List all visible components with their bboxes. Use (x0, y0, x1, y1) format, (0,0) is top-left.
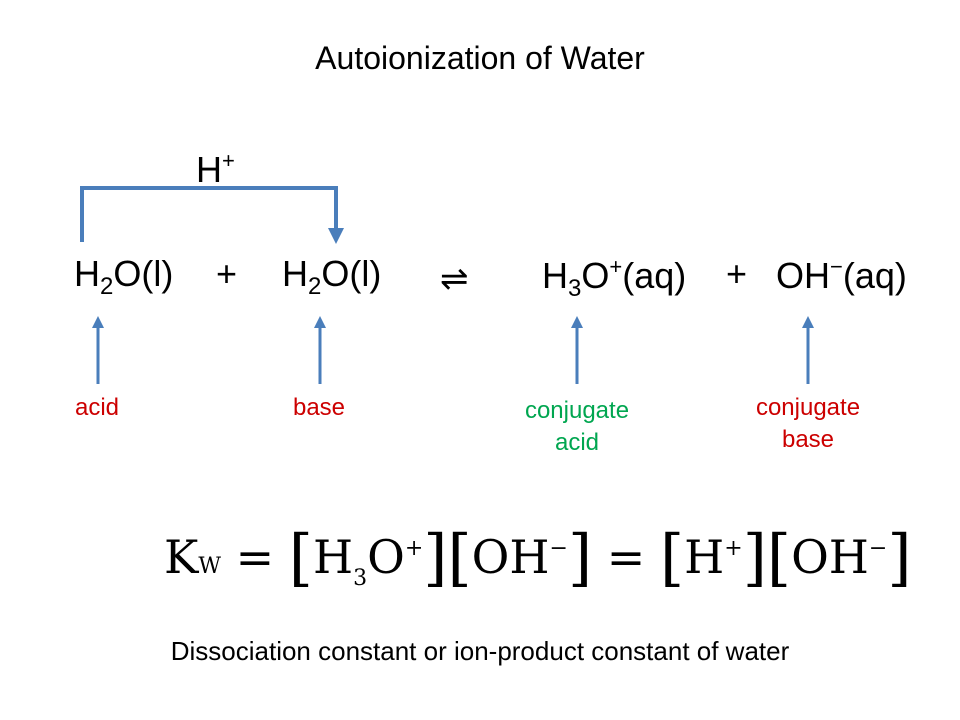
product-hydronium: H3O+(aq) (542, 256, 686, 301)
plus-sign-1: + (216, 253, 238, 294)
p1-mid: O (581, 255, 610, 296)
p2-base: OH (776, 255, 830, 296)
conjugate-base-line2: base (781, 426, 835, 453)
kw-equation: KW = [H3O+][OH−] = [H+][OH−] (164, 521, 912, 594)
equilibrium-arrow: ⇌ (440, 259, 469, 299)
conjugate-acid-line2: acid (554, 429, 600, 456)
r2-base: H (282, 253, 308, 294)
proton-transfer-bracket (80, 186, 344, 244)
p1-sub: 3 (568, 275, 582, 302)
conjugate-acid-label: conjugate acid (500, 395, 654, 459)
proton-label: H+ (196, 150, 235, 188)
reactant-water-base: H2O(l) (282, 256, 381, 299)
product-hydroxide: OH−(aq) (776, 256, 907, 294)
proton-label-text: H+ (196, 148, 235, 190)
r1-rest: O(l) (113, 253, 174, 294)
kw-equals-1: = (235, 530, 275, 584)
r1-base: H (74, 253, 100, 294)
acid-label: acid (74, 394, 120, 421)
r2-sub: 2 (308, 273, 322, 300)
p2-sup: − (830, 254, 843, 279)
p1-base: H (542, 255, 568, 296)
p1-sup: + (609, 254, 623, 279)
r1-sub: 2 (100, 273, 114, 300)
conjugate-base-label: conjugate base (731, 392, 885, 456)
kw-term-proton: H+ (684, 530, 743, 584)
conjugate-acid-line1: conjugate (524, 397, 630, 424)
p1-rest: (aq) (622, 255, 687, 296)
reactant-water-acid: H2O(l) (74, 256, 173, 299)
conjugate-base-line1: conjugate (755, 394, 861, 421)
p2-rest: (aq) (842, 255, 907, 296)
kw-term-hydroxide-2: OH− (791, 530, 888, 584)
kw-term-hydronium: H3O+ (313, 530, 424, 591)
kw-term-hydroxide: OH− (471, 530, 568, 584)
kw-subscript: W (198, 554, 221, 579)
plus-sign-2: + (726, 253, 748, 294)
kw-symbol: K (164, 530, 199, 584)
base-label: base (292, 394, 346, 421)
slide-title: Autoionization of Water (315, 40, 645, 76)
footer-caption: Dissociation constant or ion-product con… (170, 636, 790, 666)
kw-equals-2: = (606, 530, 646, 584)
r2-rest: O(l) (321, 253, 382, 294)
